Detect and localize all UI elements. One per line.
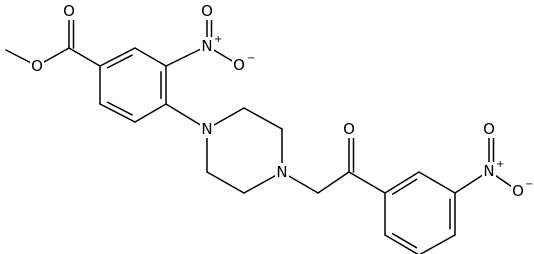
bond-pc-pd: [206, 171, 245, 194]
svg-text:O: O: [31, 57, 43, 75]
ketone-oxygen: O: [342, 120, 356, 138]
bond-r1-r2-double: [106, 54, 133, 69]
svg-text:−: −: [525, 179, 533, 190]
piperazine-nitrogen-1: N: [200, 120, 214, 138]
bond-r5-r6-double: [106, 101, 133, 116]
piperazine-nitrogen-4: N: [275, 163, 289, 181]
bonds: [5, 10, 519, 254]
bond-b1-b2: [384, 171, 420, 194]
svg-text:−: −: [247, 53, 255, 64]
bond-b5-b6-double: [391, 232, 418, 249]
svg-text:N: N: [276, 163, 287, 181]
bond-b2-b3: [418, 171, 456, 194]
svg-text:O: O: [483, 120, 495, 138]
svg-text:O: O: [63, 2, 75, 20]
svg-text:N: N: [201, 37, 212, 55]
nitro-oxygen-anion-2: O −: [511, 179, 533, 200]
svg-text:O: O: [343, 120, 355, 138]
bond-b5-b6: [384, 234, 419, 254]
svg-text:O: O: [201, 2, 213, 20]
svg-text:N: N: [483, 162, 494, 180]
atom-labels: O O N + O O − N N O: [30, 2, 533, 200]
bond-r4-r5: [134, 103, 167, 123]
nitro-nitrogen-1: N +: [200, 34, 222, 55]
svg-text:N: N: [201, 120, 212, 138]
nitro-oxygen-anion-1: O −: [232, 53, 255, 74]
nitro-oxygen-top-2: O: [482, 120, 496, 138]
bond-r1-r2: [99, 47, 136, 67]
ester-ether-oxygen: O: [30, 57, 44, 75]
ester-carbonyl-oxygen: O: [62, 2, 76, 20]
nitro-nitrogen-2: N +: [482, 159, 504, 180]
svg-text:O: O: [512, 182, 524, 200]
svg-text:+: +: [496, 159, 504, 170]
svg-text:+: +: [214, 34, 222, 45]
bond-cKet-b1: [348, 171, 386, 194]
bond-b1-b2-double: [391, 178, 418, 195]
bond-r5-r6: [99, 103, 136, 123]
bond-b4-b5: [419, 234, 456, 254]
bond-r2-r3: [134, 47, 167, 67]
bond-cEster-r1: [68, 47, 101, 67]
nitro-oxygen-top-1: O: [200, 2, 214, 20]
bond-pa-pb: [243, 107, 283, 130]
svg-text:O: O: [233, 56, 245, 74]
bond-ch2-cKet: [317, 171, 350, 194]
